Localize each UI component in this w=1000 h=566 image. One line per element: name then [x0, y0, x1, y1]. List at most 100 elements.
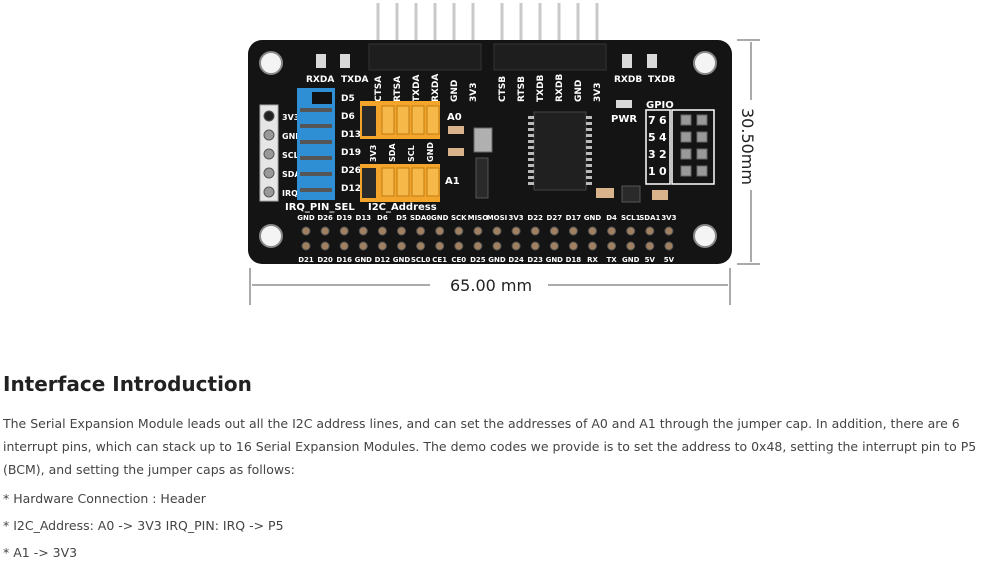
- header-pin: [452, 3, 456, 61]
- irq-pin-label: D19: [341, 148, 361, 158]
- left-header-label: SCL: [282, 151, 299, 160]
- bottom-pin-label: D22: [527, 214, 543, 222]
- header-pin: [320, 226, 330, 236]
- header-pin: [320, 241, 330, 251]
- gpio-number: 1: [648, 165, 656, 178]
- gpio-pad: [680, 114, 692, 126]
- bottom-pin-label: TX: [607, 256, 618, 264]
- bottom-pin-label: CE0: [451, 256, 466, 264]
- led-txdb: [647, 54, 657, 68]
- top-pin-label: 3V3: [593, 83, 603, 103]
- header-pin: [339, 241, 349, 251]
- header-pin: [588, 241, 597, 251]
- txdb-label: TXDB: [648, 75, 676, 85]
- top-pin-label: CTSA: [374, 76, 384, 102]
- irq-pin-label: D26: [341, 166, 361, 176]
- gpio-number: 2: [659, 148, 667, 161]
- header-pin: [263, 186, 275, 198]
- header-pin: [568, 241, 578, 251]
- header-pin: [500, 3, 504, 61]
- bottom-pin-label: MOSI: [487, 214, 508, 222]
- bottom-pin-label: GND: [297, 214, 315, 222]
- gpio-pad: [680, 131, 692, 143]
- header-pin: [549, 226, 559, 236]
- top-pin-label: RTSB: [517, 76, 527, 102]
- bottom-pin-label: SCL0: [411, 256, 431, 264]
- header-pin: [492, 241, 502, 251]
- bottom-pin-label: D12: [375, 256, 391, 264]
- mount-hole: [693, 51, 717, 75]
- uart-chip: [533, 111, 587, 191]
- a1-label: A1: [445, 176, 460, 187]
- bottom-pin-label: SDA0: [410, 214, 431, 222]
- bottom-pin-label: GND: [393, 256, 411, 264]
- header-pin: [435, 241, 445, 251]
- gpio-number: 5: [648, 131, 656, 144]
- header-pin: [376, 3, 380, 61]
- mount-hole: [259, 51, 283, 75]
- bullet-item: * A1 -> 3V3: [3, 545, 78, 560]
- header-pin: [588, 226, 597, 236]
- header-pin: [511, 226, 521, 236]
- bottom-pin-label: 5V: [645, 256, 656, 264]
- header-pin: [471, 3, 475, 61]
- left-header-label: SDA: [282, 170, 301, 179]
- header-pin: [263, 110, 275, 122]
- intro-paragraph: The Serial Expansion Module leads out al…: [3, 416, 977, 477]
- left-header-label: GND: [282, 132, 302, 141]
- bottom-pin-label: D20: [317, 256, 333, 264]
- header-pin: [377, 226, 387, 236]
- header-pin: [416, 226, 426, 236]
- top-header-pins: [376, 3, 599, 61]
- irq-pin-sel-label: IRQ_PIN_SEL: [285, 202, 355, 213]
- section-heading: Interface Introduction: [3, 372, 252, 396]
- top-pin-label: GND: [574, 80, 584, 102]
- bottom-pin-label: D25: [470, 256, 486, 264]
- height-dimension: 30.50mm: [738, 108, 757, 185]
- bullet-item: * Hardware Connection : Header: [3, 491, 206, 506]
- header-pin: [576, 3, 580, 61]
- gpio-label: GPIO: [646, 100, 674, 111]
- bottom-pin-label: D23: [527, 256, 543, 264]
- header-pin: [358, 226, 368, 236]
- header-pin: [607, 226, 617, 236]
- header-pin: [549, 241, 559, 251]
- top-pin-label: 3V3: [469, 83, 479, 103]
- bottom-pin-label: D21: [298, 256, 314, 264]
- bottom-pin-label: D17: [566, 214, 582, 222]
- left-header-label: 3V3: [282, 113, 299, 122]
- a0-label: A0: [447, 112, 462, 123]
- jumper-column-label: GND: [426, 142, 435, 162]
- header-pin: [530, 226, 540, 236]
- bottom-pin-label: GND: [355, 256, 373, 264]
- mount-hole: [259, 224, 283, 248]
- top-pin-label: TXDB: [536, 74, 546, 102]
- header-pin: [511, 241, 521, 251]
- bottom-pin-label: D4: [606, 214, 617, 222]
- bottom-pin-label: SCL1: [621, 214, 641, 222]
- width-dimension: 65.00 mm: [450, 276, 532, 295]
- led-rxda: [316, 54, 326, 68]
- interface-introduction-section: Interface Introduction The Serial Expans…: [3, 372, 1000, 566]
- gpio-pad: [680, 165, 692, 177]
- gpio-pad: [680, 148, 692, 160]
- txda-label: TXDA: [341, 75, 369, 85]
- header-pin: [645, 226, 655, 236]
- header-pin: [492, 226, 502, 236]
- bottom-pin-label: GND: [584, 214, 602, 222]
- header-pin: [530, 241, 540, 251]
- bottom-pin-label: D19: [336, 214, 352, 222]
- gpio-pad: [696, 131, 708, 143]
- led-rxdb: [622, 54, 632, 68]
- header-pin: [519, 3, 523, 61]
- gpio-number: 6: [659, 114, 667, 127]
- header-pin: [595, 3, 599, 61]
- crystal: [473, 127, 493, 153]
- bottom-pin-label: GND: [622, 256, 640, 264]
- jumper-cap-a1: [362, 168, 376, 198]
